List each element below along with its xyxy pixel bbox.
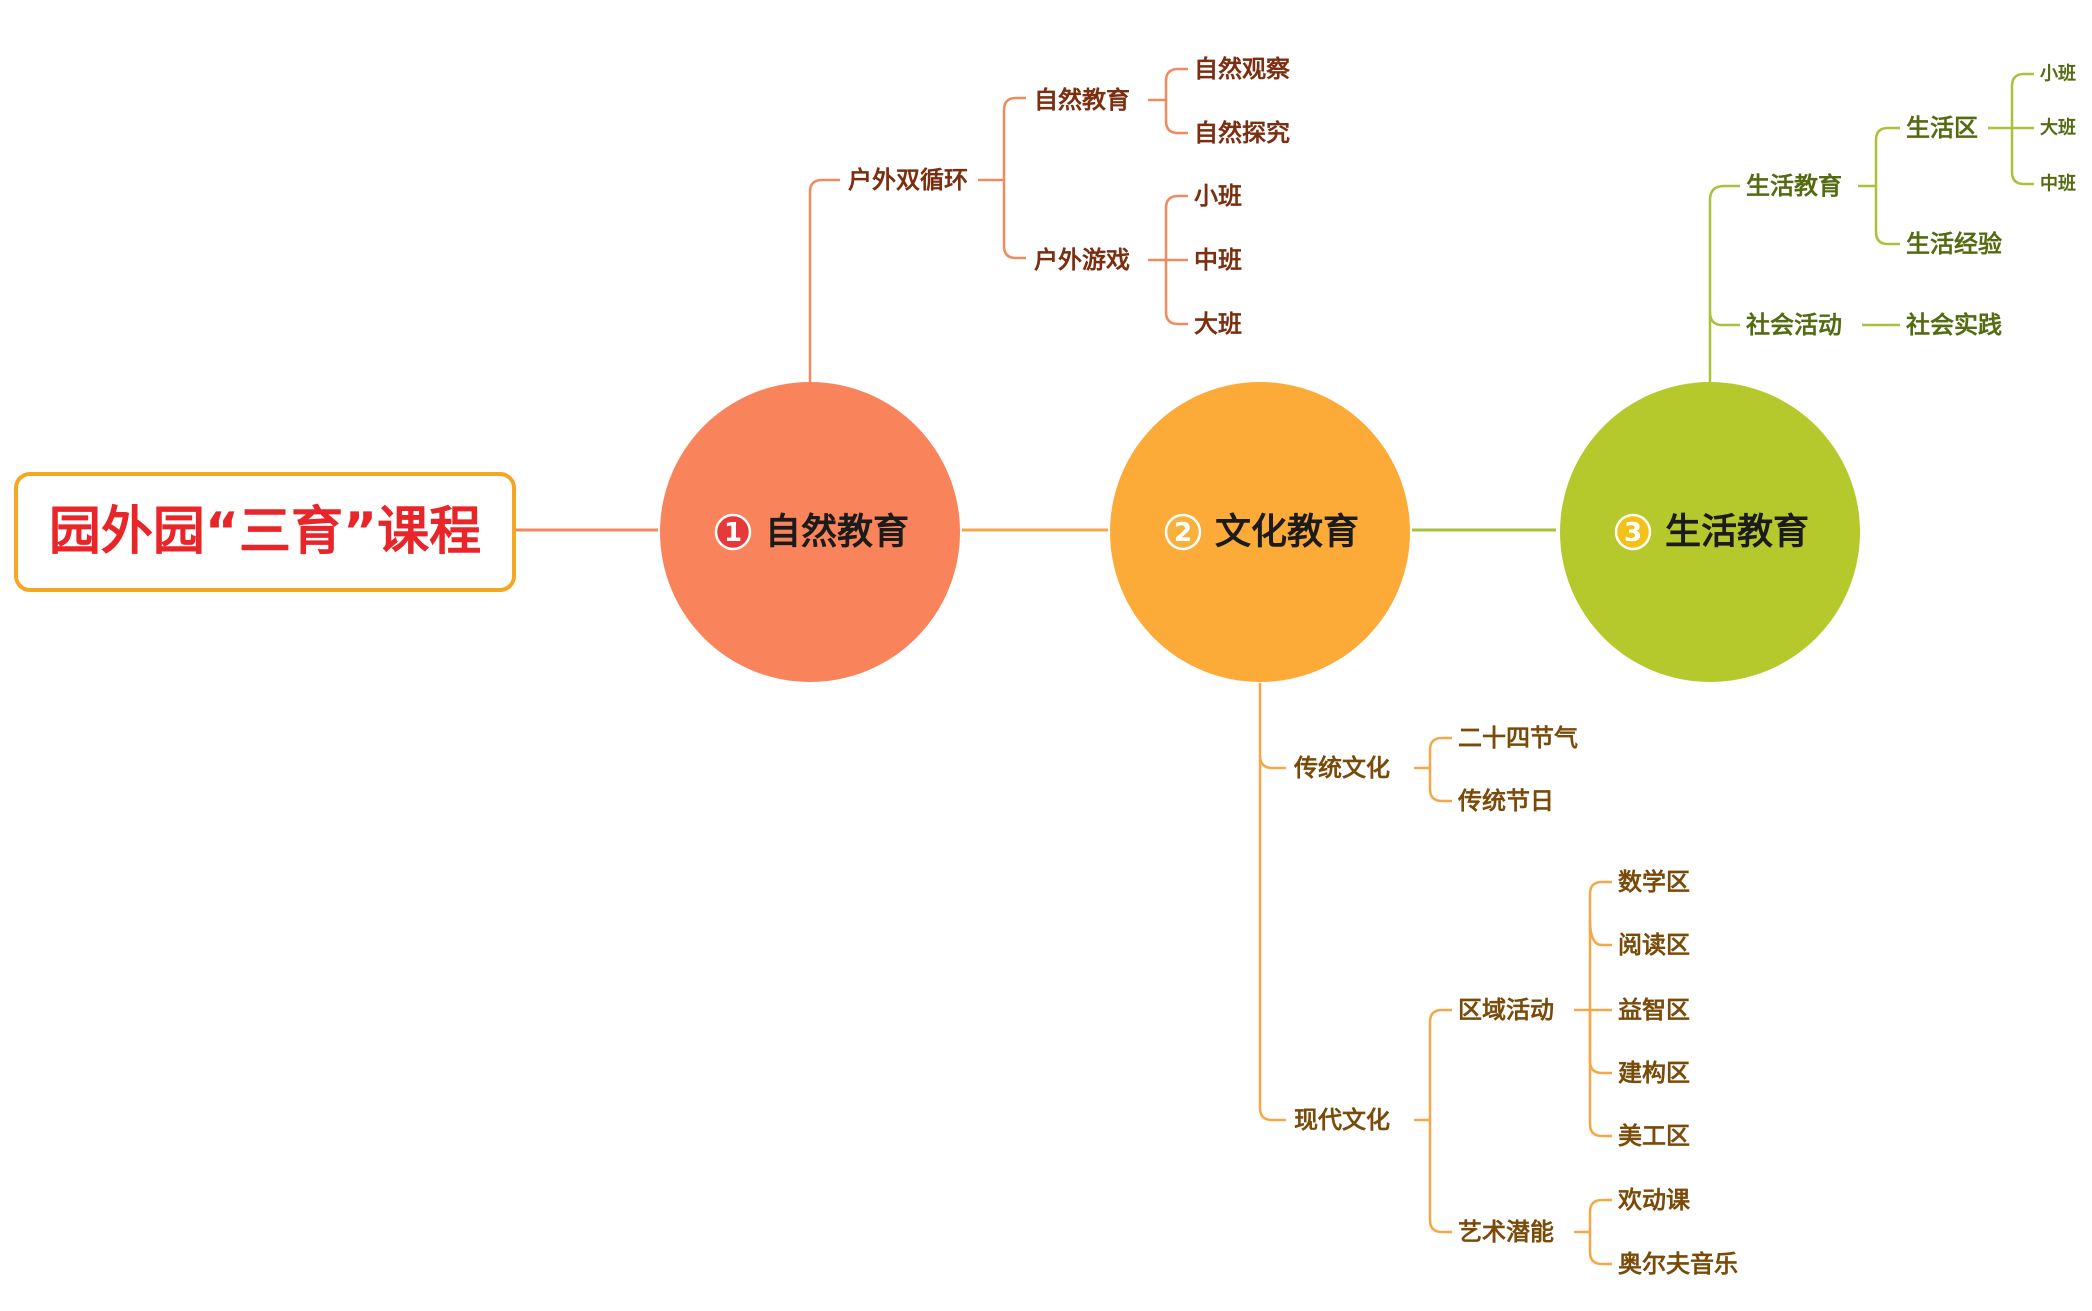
node-solar-terms: 二十四节气 xyxy=(1458,724,1578,752)
node-reading-area: 阅读区 xyxy=(1618,931,1690,959)
node-building-area: 建构区 xyxy=(1618,1059,1690,1087)
node-joy-class: 欢动课 xyxy=(1617,1186,1691,1214)
root-title: 园外园“三育”课程 xyxy=(49,502,481,562)
culture-branch-lines xyxy=(1258,683,1612,1266)
node-nature-small-class: 小班 xyxy=(1194,182,1242,210)
node-art-area: 美工区 xyxy=(1618,1122,1690,1150)
culture-circle xyxy=(1110,382,1410,682)
root-node: 园外园“三育”课程 xyxy=(14,472,516,592)
node-life-area: 生活区 xyxy=(1906,114,1978,142)
node-festivals: 传统节日 xyxy=(1457,787,1554,815)
node-area-activities: 区域活动 xyxy=(1458,996,1554,1024)
node-nature-observe: 自然观察 xyxy=(1194,55,1291,83)
node-orff-music: 奥尔夫音乐 xyxy=(1618,1250,1738,1278)
nature-circle xyxy=(660,382,960,682)
life-circle xyxy=(1560,382,1860,682)
node-nature-middle-class: 中班 xyxy=(1194,246,1242,274)
node-modern-culture: 现代文化 xyxy=(1294,1106,1390,1134)
nature-number-badge xyxy=(714,513,752,551)
culture-label: 文化教育 xyxy=(1215,512,1359,553)
node-life-edu: 生活教育 xyxy=(1746,172,1842,200)
node-outdoor-games: 户外游戏 xyxy=(1034,246,1130,274)
node-social-practice: 社会实践 xyxy=(1906,311,2002,339)
node-outdoor-cycle: 户外双循环 xyxy=(848,166,968,194)
life-branch-labels: 生活教育 生活区 小班 大班 中班 生活经验 社会活动 社会实践 xyxy=(1746,64,2076,340)
node-life-experience: 生活经验 xyxy=(1906,230,2002,258)
nature-label: 自然教育 xyxy=(765,511,909,553)
nature-branch-labels: 户外双循环 自然教育 自然观察 自然探究 户外游戏 小班 中班 大班 xyxy=(848,55,1291,338)
culture-number-badge xyxy=(1164,513,1202,551)
culture-number: 2 xyxy=(1174,518,1192,548)
nature-branch-lines xyxy=(808,67,1188,382)
node-nature-explore: 自然探究 xyxy=(1194,119,1290,147)
nature-number: 1 xyxy=(724,518,742,548)
life-number-badge xyxy=(1614,513,1652,551)
node-nature-big-class: 大班 xyxy=(1194,310,1242,338)
nature-node: 1 自然教育 xyxy=(660,382,960,682)
node-nature-edu: 自然教育 xyxy=(1034,86,1130,114)
node-puzzle-area: 益智区 xyxy=(1618,996,1690,1024)
node-math-area: 数学区 xyxy=(1618,868,1690,896)
life-node: 3 生活教育 xyxy=(1560,382,1860,682)
node-art-potential: 艺术潜能 xyxy=(1458,1218,1554,1246)
life-label: 生活教育 xyxy=(1665,512,1809,553)
node-life-small-class: 小班 xyxy=(2040,64,2076,85)
node-traditional-culture: 传统文化 xyxy=(1293,754,1390,782)
root-box xyxy=(14,472,516,592)
node-life-middle-class: 中班 xyxy=(2040,173,2076,195)
node-social-activity: 社会活动 xyxy=(1746,311,1842,339)
culture-branch-labels: 传统文化 二十四节气 传统节日 现代文化 区域活动 数学区 阅读区 益智区 建构… xyxy=(1293,724,1738,1278)
life-number: 3 xyxy=(1624,518,1642,548)
life-branch-lines xyxy=(1708,72,2034,382)
node-life-big-class: 大班 xyxy=(2040,117,2076,139)
culture-node: 2 文化教育 xyxy=(1110,382,1410,682)
